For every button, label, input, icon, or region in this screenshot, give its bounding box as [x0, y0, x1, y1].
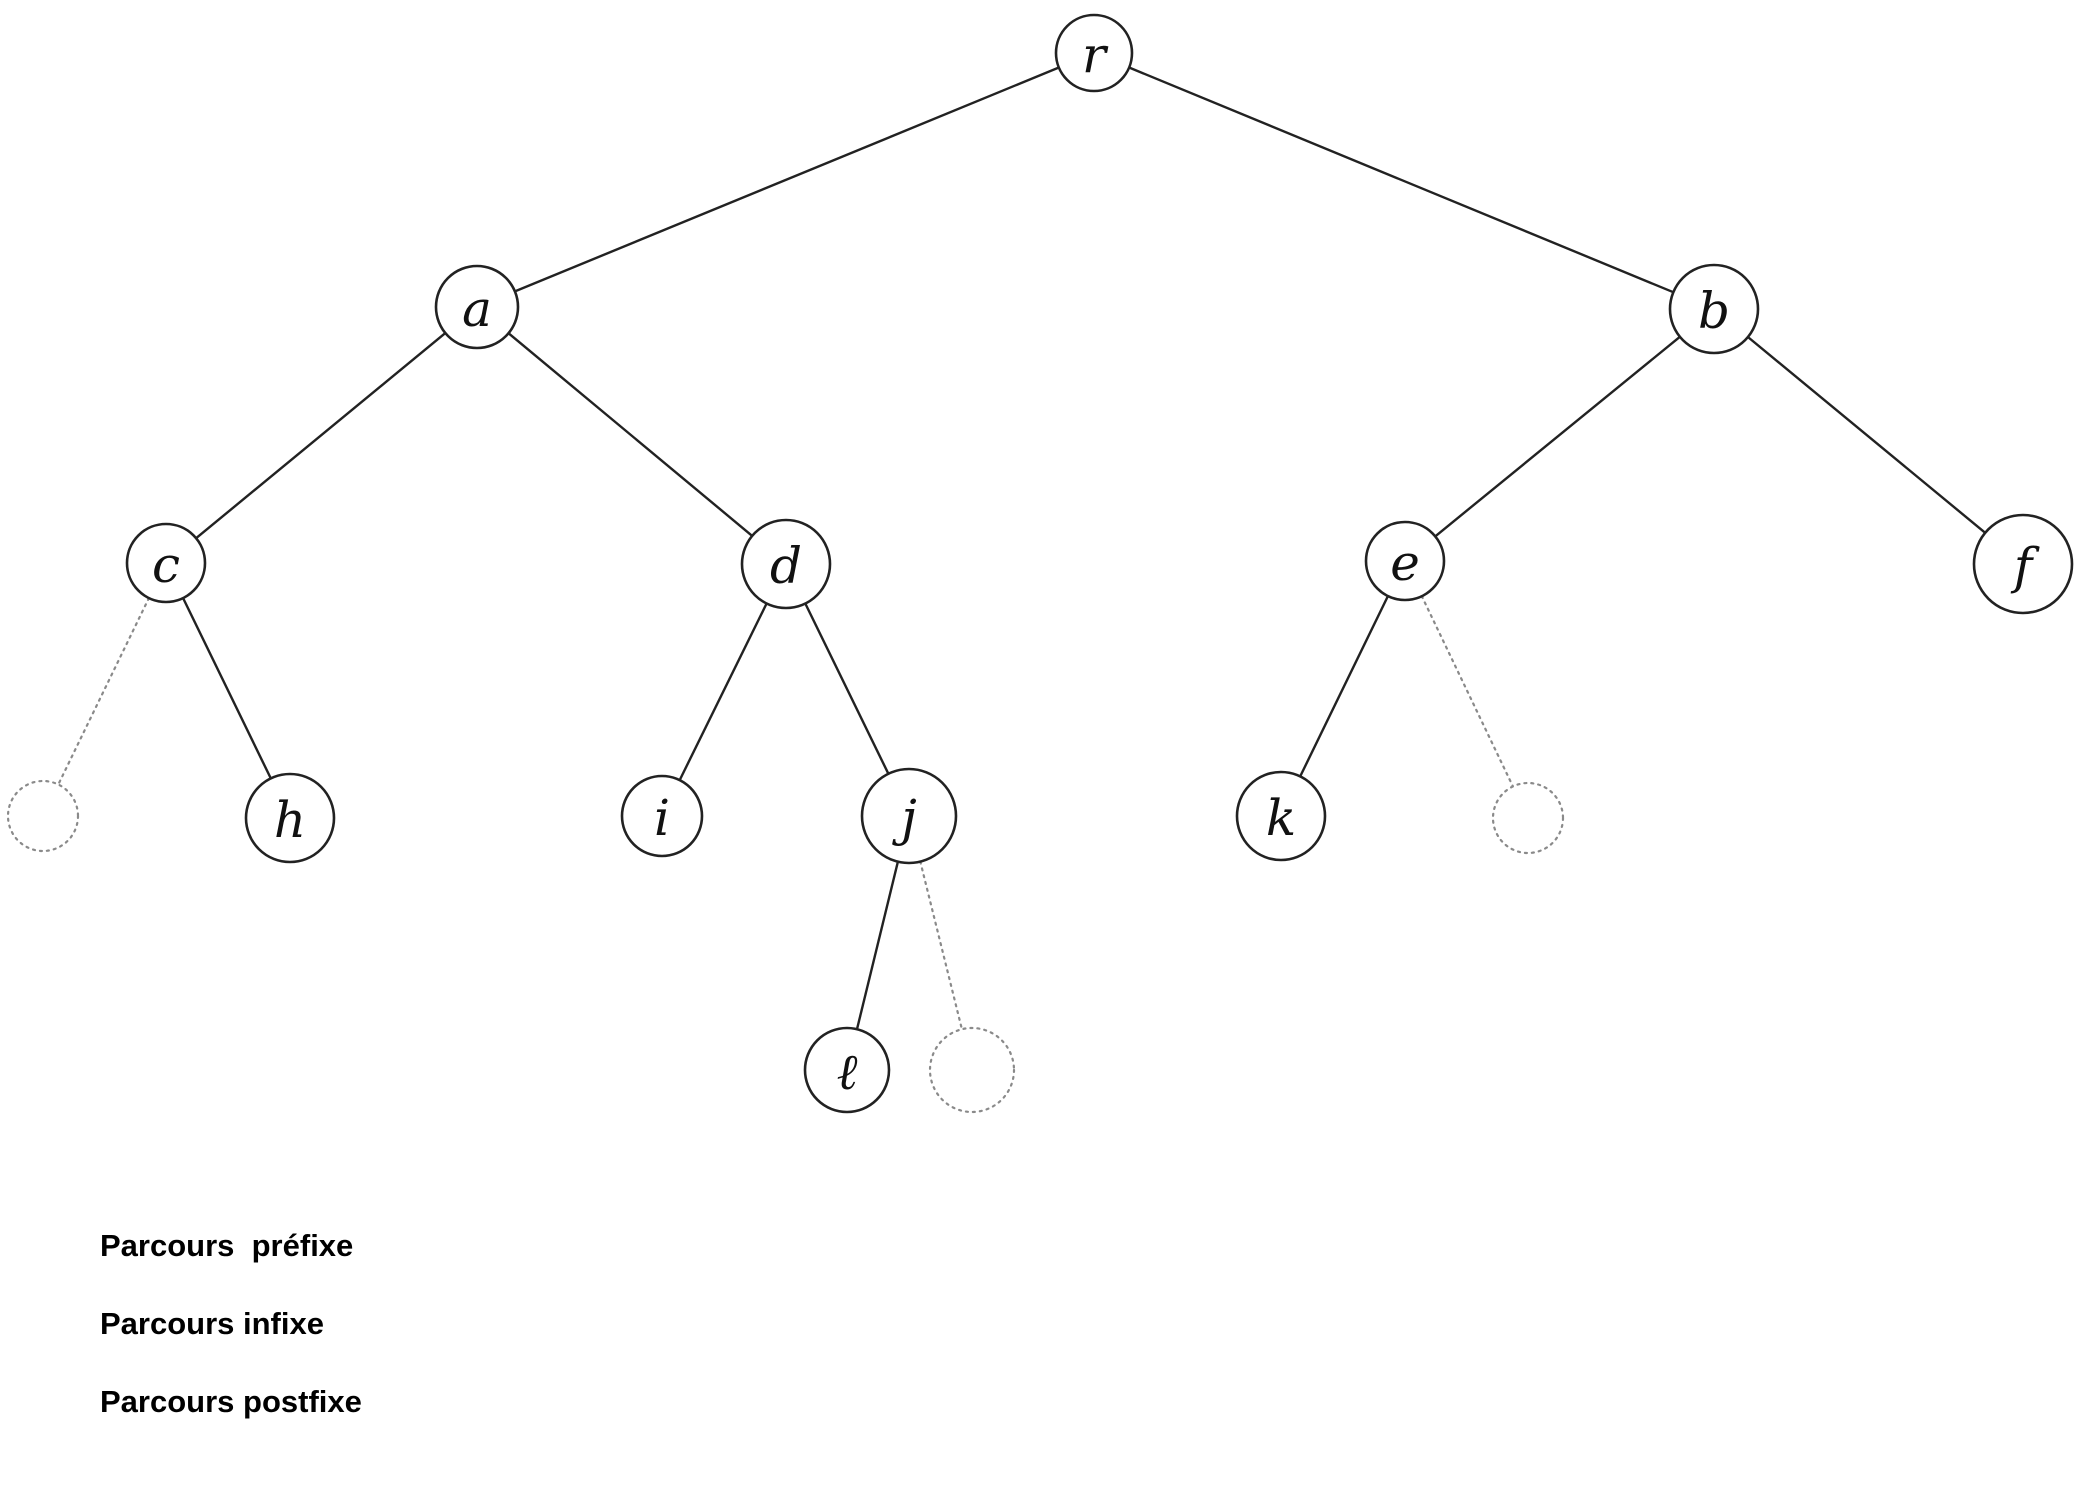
edge-d-j [804, 602, 890, 775]
edge-e-k [1299, 595, 1389, 777]
tree-node-d: d [740, 518, 832, 610]
tree-node-k: k [1235, 770, 1327, 862]
edge-c-h [182, 597, 272, 779]
empty-node-circle [928, 1026, 1016, 1114]
edge-c-null-c [57, 596, 150, 786]
edge-a-d [507, 332, 753, 537]
node-circle [620, 774, 704, 858]
empty-node-circle [6, 779, 80, 853]
node-label-a: a [462, 280, 492, 338]
node-circle [860, 767, 958, 865]
tree-node-e: e [1364, 520, 1446, 602]
tree-node-r: r [1054, 13, 1134, 93]
tree-node-j: j [860, 767, 958, 865]
node-circle [244, 772, 336, 864]
edge-a-c [195, 332, 447, 540]
edge-b-e [1434, 335, 1681, 538]
node-circle [1054, 13, 1134, 93]
node-circle [1235, 770, 1327, 862]
edge-r-b [1128, 66, 1674, 294]
node-label-d: d [770, 537, 802, 595]
tree-node-l: ℓ [803, 1026, 891, 1114]
empty-node-circle [1491, 781, 1565, 855]
tree-edges [57, 66, 1986, 1031]
edge-j-l [855, 861, 900, 1030]
edge-b-f [1747, 336, 1986, 534]
node-circle [1668, 263, 1760, 355]
infix-traversal-label: Parcours infixe [100, 1306, 324, 1341]
node-circle [125, 522, 207, 604]
postfix-traversal-label: Parcours postfixe [100, 1384, 362, 1419]
edge-r-a [514, 66, 1060, 293]
node-label-i: i [654, 789, 670, 847]
prefix-traversal-label: Parcours préfixe [100, 1228, 354, 1263]
tree-node-f: f [1972, 513, 2074, 615]
node-label-r: r [1082, 26, 1109, 84]
node-label-l: ℓ [837, 1043, 858, 1101]
node-label-c: c [152, 536, 180, 594]
empty-node-null-c [6, 779, 80, 853]
edge-d-i [678, 602, 768, 781]
node-label-b: b [1698, 282, 1730, 340]
node-circle [740, 518, 832, 610]
node-label-h: h [274, 791, 306, 849]
tree-node-i: i [620, 774, 704, 858]
tree-node-h: h [244, 772, 336, 864]
node-circle [434, 264, 520, 350]
node-label-k: k [1266, 789, 1296, 847]
tree-node-b: b [1668, 263, 1760, 355]
node-circle [803, 1026, 891, 1114]
tree-node-c: c [125, 522, 207, 604]
tree-node-a: a [434, 264, 520, 350]
node-circle [1364, 520, 1446, 602]
empty-node-null-e [1491, 781, 1565, 855]
node-circle [1972, 513, 2074, 615]
empty-node-null-j [928, 1026, 1016, 1114]
tree-nodes: r a b c d e f h i j k ℓ [6, 13, 2074, 1114]
edge-e-null-e [1420, 595, 1515, 788]
edge-j-null-j [919, 860, 964, 1031]
node-label-e: e [1390, 534, 1420, 592]
